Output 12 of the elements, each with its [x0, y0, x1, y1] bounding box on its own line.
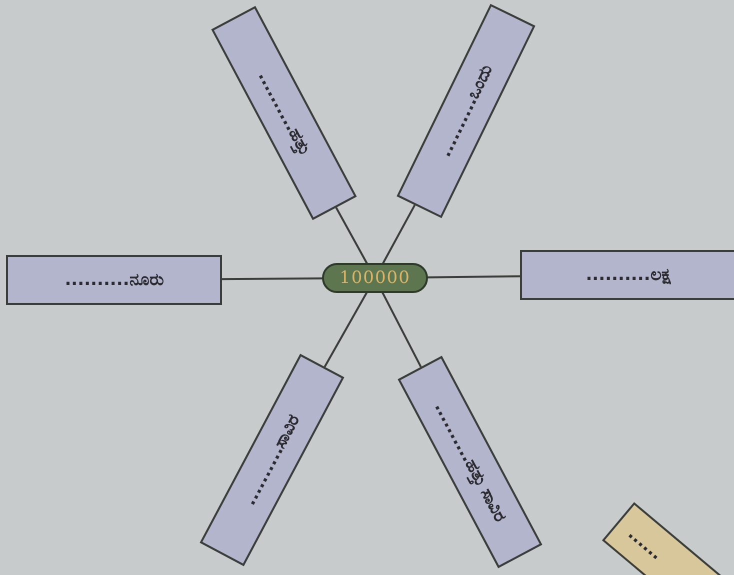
fill-in-text: ..........ಲಕ್ಷ: [586, 265, 670, 285]
connector-line: [334, 206, 368, 264]
connector-line: [382, 204, 416, 264]
fill-in-text: ......: [624, 524, 666, 564]
connector-line: [221, 277, 323, 280]
label-box: [6, 255, 222, 305]
fill-in-text: ..........ನೂರು: [64, 270, 164, 290]
connector-line: [323, 292, 368, 368]
connector-line: [381, 292, 422, 368]
label-box: [520, 250, 734, 300]
connector-line: [427, 275, 521, 278]
number-text: 100000: [340, 268, 410, 288]
